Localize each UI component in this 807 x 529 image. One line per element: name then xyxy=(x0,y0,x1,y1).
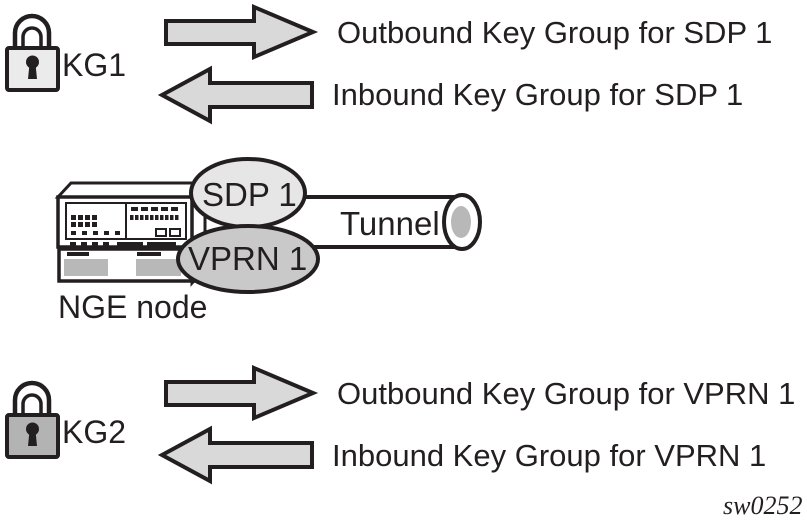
vprn-arrows-group: Outbound Key Group for VPRN 1 Inbound Ke… xyxy=(157,364,795,485)
kg2-label: KG2 xyxy=(62,414,126,450)
fan-tray-icon xyxy=(64,259,108,276)
dash-row-icon xyxy=(131,207,178,211)
padlock-kg2-keyhole-stem xyxy=(28,431,37,446)
chassis-top-face xyxy=(54,181,209,199)
lower-dash-row-icon xyxy=(70,242,176,246)
outbound-vprn-arrow-icon xyxy=(164,364,319,422)
led-row-icon xyxy=(71,231,120,235)
sdp-label: SDP 1 xyxy=(202,176,297,213)
fan-shelf-dash xyxy=(137,252,161,256)
vprn-label: VPRN 1 xyxy=(188,240,307,277)
tunnel-label: Tunnel xyxy=(340,205,440,242)
padlock-kg2-keyhole xyxy=(26,422,39,436)
padlock-kg1-keyhole-stem xyxy=(28,64,37,79)
vprn-ellipse-group: VPRN 1 xyxy=(176,224,320,294)
tunnel-end-cap-inner xyxy=(451,206,471,238)
kg2-group: KG2 xyxy=(5,380,126,459)
nge-node-label: NGE node xyxy=(58,289,207,325)
dense-port-row-icon xyxy=(130,215,179,220)
sdp-ellipse-group: SDP 1 xyxy=(189,157,307,229)
module-slot-icon xyxy=(155,228,167,237)
kg1-group: KG1 xyxy=(5,13,126,92)
vprn-ellipse xyxy=(176,224,320,294)
outbound-vprn-label: Outbound Key Group for VPRN 1 xyxy=(337,376,795,411)
sdp-arrows-group: Outbound Key Group for SDP 1 Inbound Key… xyxy=(157,3,772,125)
inbound-vprn-label: Inbound Key Group for VPRN 1 xyxy=(332,438,766,473)
module-slot-icon xyxy=(169,228,181,237)
padlock-kg1-icon xyxy=(5,13,60,92)
fan-tray-icon xyxy=(136,259,181,276)
padlock-kg1-keyhole xyxy=(26,55,39,69)
outbound-sdp-arrow-icon xyxy=(164,3,319,61)
figure-id: sw0252 xyxy=(723,491,802,520)
kg1-label: KG1 xyxy=(62,47,126,83)
padlock-kg2-icon xyxy=(5,380,60,459)
port-block-icon xyxy=(71,215,97,227)
tunnel-group: Tunnel xyxy=(248,193,482,251)
inbound-vprn-arrow-icon xyxy=(157,425,314,485)
fan-shelf-dash xyxy=(67,252,89,256)
outbound-sdp-label: Outbound Key Group for SDP 1 xyxy=(337,15,772,50)
inbound-sdp-label: Inbound Key Group for SDP 1 xyxy=(332,77,743,112)
inbound-sdp-arrow-icon xyxy=(157,65,314,125)
